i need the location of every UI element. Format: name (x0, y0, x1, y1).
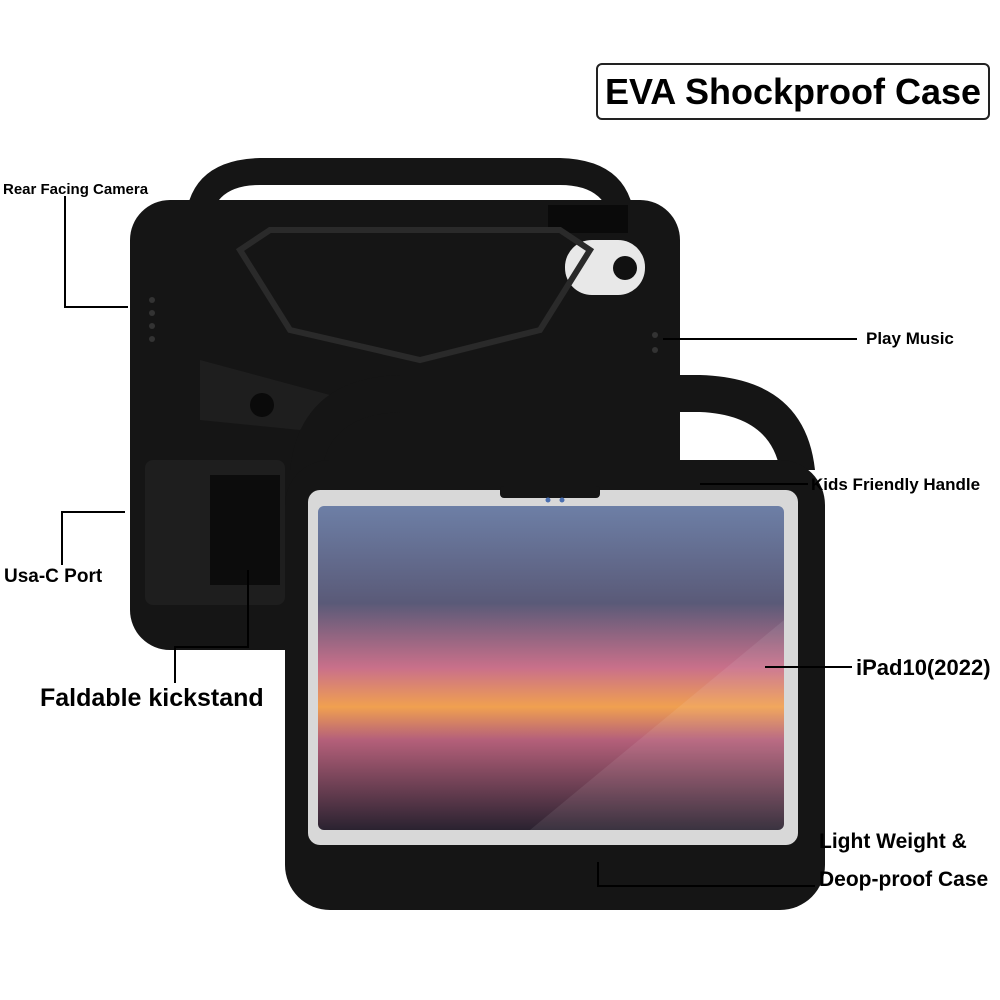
title-badge: EVA Shockproof Case (596, 63, 990, 120)
label-drop-proof: Deop-proof Case (819, 868, 989, 891)
label-light-weight: Light Weight & (819, 830, 967, 853)
tablet-screen (318, 506, 784, 830)
label-rear-camera: Rear Facing Camera (3, 181, 149, 198)
label-port: Usa-C Port (4, 566, 103, 587)
label-handle: Kids Friendly Handle (811, 475, 981, 494)
label-model: iPad10(2022) (856, 655, 991, 680)
label-kickstand: Faldable kickstand (40, 684, 264, 712)
camera-icon (613, 256, 637, 280)
label-play-music: Play Music (866, 329, 954, 348)
leader-lines (61, 196, 857, 887)
front-case (285, 375, 825, 910)
